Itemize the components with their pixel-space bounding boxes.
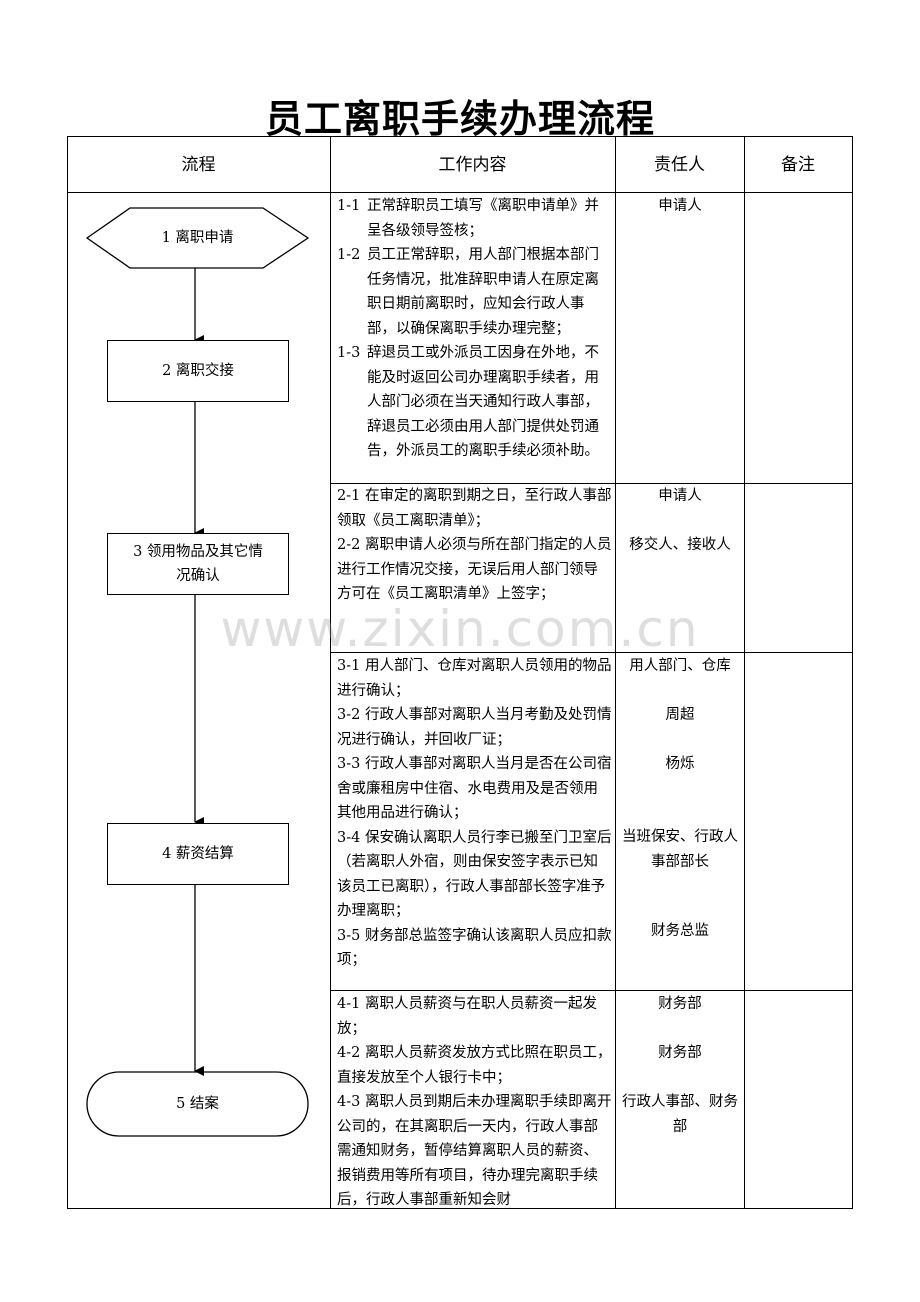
content-section-1: 1-1 正常辞职员工填写《离职申请单》并呈各级领导签核； 1-2 员工正常辞职，用人…: [337, 194, 612, 464]
item-text: 辞退员工或外派员工因身在外地，不能及时返回公司办理离职手续者，用人部门必须在当天…: [367, 345, 599, 459]
responsible-entry: 申请人: [658, 488, 702, 504]
responsible-entry: 杨烁: [665, 756, 695, 772]
content-section-2: 2-1 在审定的离职到期之日，至行政人事部领取《员工离职清单》； 2-2 离职申…: [337, 484, 612, 607]
flow-step-salary: 4 薪资结算: [107, 823, 289, 885]
content-section-4: 4-1 离职人员薪资与在职人员薪资一起发放； 4-2 离职人员薪资发放方式比照在…: [337, 992, 612, 1207]
content-item: 4-2 离职人员薪资发放方式比照在职员工，直接发放至个人银行卡中；: [337, 1045, 612, 1086]
responsible-entry: 申请人: [658, 198, 702, 214]
content-item: 3-2 行政人事部对离职人当月考勤及处罚情况进行确认，并回收厂证；: [337, 707, 612, 748]
responsible-entry: 当班保安、行政人事部部长: [622, 829, 738, 870]
responsible-entry: 周超: [665, 707, 695, 723]
content-item: 3-3 行政人事部对离职人当月是否在公司宿舍或廉租房中住宿、水电费用及是否领用其…: [337, 756, 612, 821]
flow-step-close: 5 结案: [176, 1096, 219, 1112]
item-text: 正常辞职员工填写《离职申请单》并呈各级领导签核；: [367, 198, 599, 239]
flow-step-handover: 2 离职交接: [107, 340, 289, 402]
responsible-entry: 财务部: [658, 1045, 702, 1061]
header-flow: 流程: [181, 155, 216, 175]
content-item: 2-1 在审定的离职到期之日，至行政人事部领取《员工离职清单》；: [337, 488, 612, 529]
header-notes: 备注: [781, 155, 815, 175]
responsible-section-2: 申请人 移交人、接收人: [617, 484, 743, 558]
responsible-entry: 用人部门、仓库: [629, 658, 731, 674]
responsible-entry: 行政人事部、财务部: [622, 1094, 738, 1135]
responsible-section-1: 申请人: [617, 194, 743, 219]
column-divider-3: [744, 136, 746, 1209]
table-border-bottom: [67, 1208, 853, 1210]
responsible-entry: 财务总监: [651, 923, 709, 939]
responsible-entry: 移交人、接收人: [629, 537, 731, 553]
table-border-right: [852, 136, 854, 1209]
flow-start-hexagon: [85, 207, 310, 269]
flow-step-confirm-items: 3 领用物品及其它情况确认: [107, 533, 289, 595]
content-item: 1-2 员工正常辞职，用人部门根据本部门任务情况，批准辞职申请人在原定离职日期前离…: [337, 243, 612, 341]
content-item: 3-4 保安确认离职人员行李已搬至门卫室后（若离职人外宿，则由保安签字表示已知该…: [337, 829, 612, 920]
item-number: 1-3: [337, 345, 361, 361]
responsible-entry: 财务部: [658, 996, 702, 1012]
row-divider-3: [330, 990, 853, 992]
item-text: 员工正常辞职，用人部门根据本部门任务情况，批准辞职申请人在原定离职日期前离职时，…: [367, 247, 599, 337]
table-border-top: [67, 136, 853, 138]
content-item: 3-5 财务部总监签字确认该离职人员应扣款项；: [337, 927, 612, 969]
flow-step-apply: 1 离职申请: [161, 230, 234, 246]
column-divider-2: [615, 136, 617, 1209]
table-header-divider: [67, 192, 853, 194]
row-divider-2: [330, 652, 853, 654]
watermark: www.zixin.com.cn: [220, 600, 700, 658]
page-title: 员工离职手续办理流程: [264, 97, 655, 141]
row-divider-1: [330, 483, 853, 485]
content-item: 1-3 辞退员工或外派员工因身在外地，不能及时返回公司办理离职手续者，用人部门必须…: [337, 341, 612, 464]
content-item: 1-1 正常辞职员工填写《离职申请单》并呈各级领导签核；: [337, 194, 612, 243]
content-item: 3-1 用人部门、仓库对离职人员领用的物品进行确认；: [337, 658, 612, 699]
header-responsible: 责任人: [654, 155, 705, 175]
column-divider-1: [330, 136, 332, 1209]
content-item: 2-2 离职申请人必须与所在部门指定的人员进行工作情况交接，无误后用人部门领导方…: [337, 537, 612, 602]
item-number: 1-1: [337, 198, 361, 214]
content-section-3: 3-1 用人部门、仓库对离职人员领用的物品进行确认； 3-2 行政人事部对离职人…: [337, 654, 612, 973]
table-border-left: [67, 136, 69, 1209]
header-content: 工作内容: [438, 155, 507, 175]
content-item: 4-3 离职人员到期后未办理离职手续即离开公司的，在其离职后一天内，行政人事部需…: [337, 1094, 612, 1207]
item-number: 1-2: [337, 247, 361, 263]
content-item: 4-1 离职人员薪资与在职人员薪资一起发放；: [337, 996, 597, 1037]
